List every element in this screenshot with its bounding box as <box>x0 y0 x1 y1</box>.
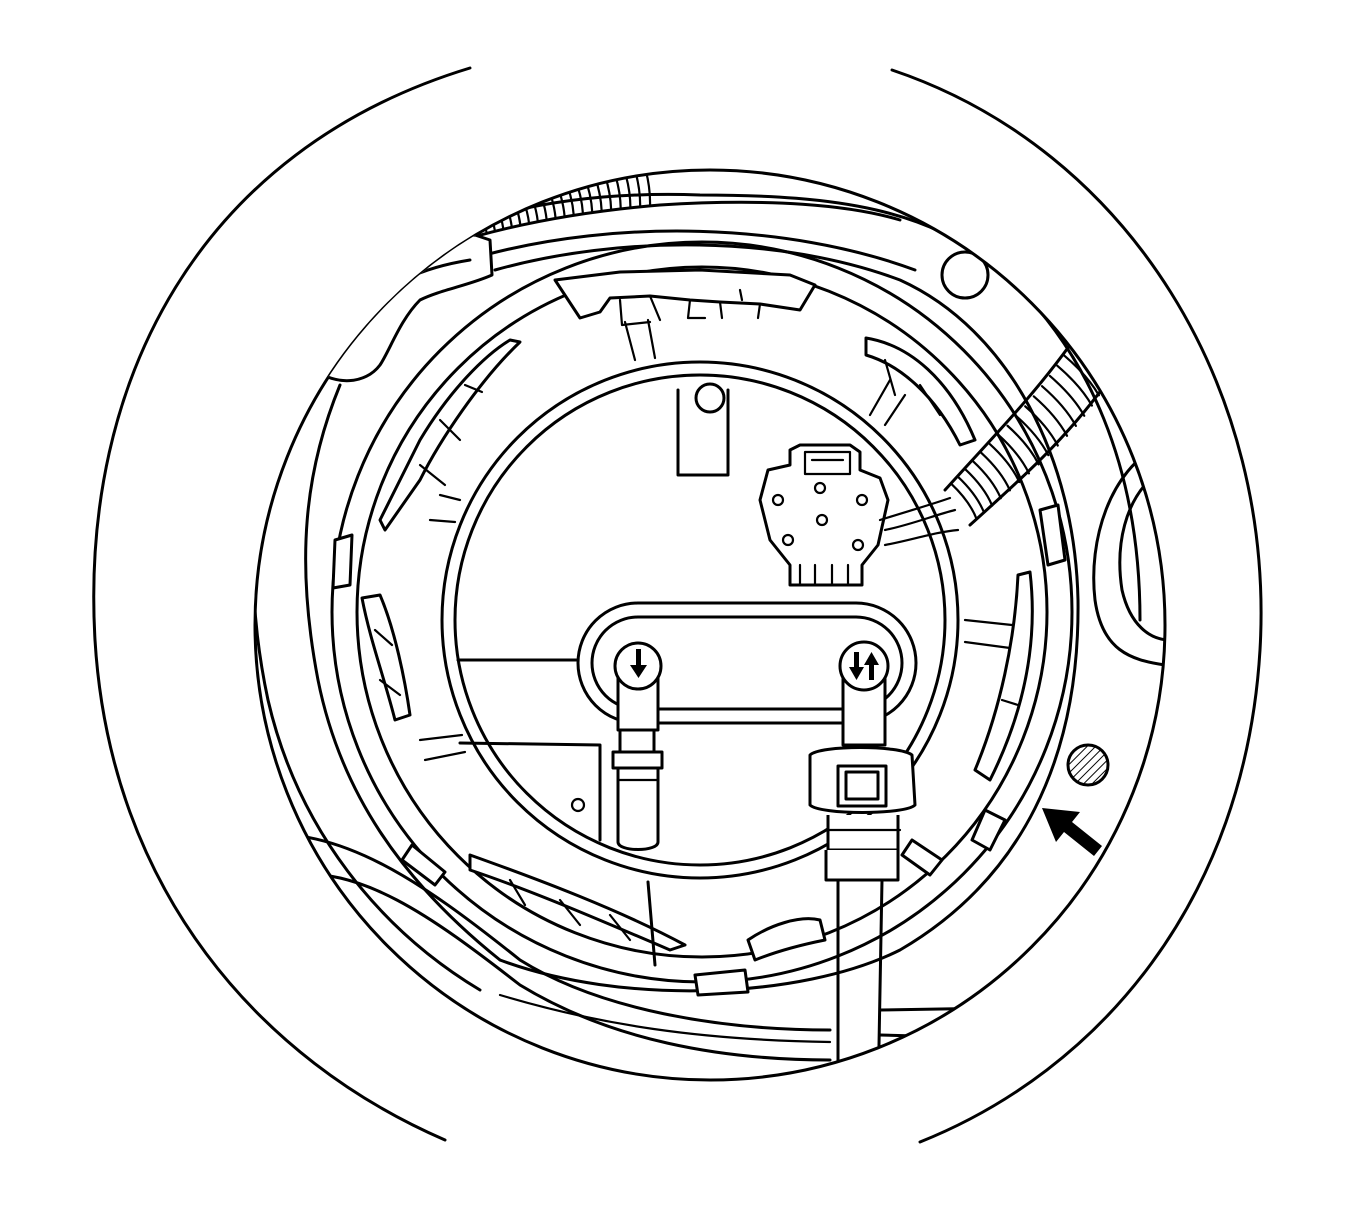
arrow-down-up-icon <box>849 652 879 680</box>
harness-rib <box>1056 364 1094 407</box>
harness-rib <box>537 170 557 220</box>
harness-rib <box>450 195 472 239</box>
harness-rib <box>387 224 411 260</box>
harness-rib <box>949 482 978 521</box>
harness-rib <box>366 236 389 269</box>
outer-bezel <box>92 66 1263 1144</box>
harness-rib <box>441 198 464 242</box>
harness-rib <box>418 209 441 249</box>
harness-rib <box>964 467 994 507</box>
harness-rib <box>345 249 368 278</box>
harness-clip <box>301 233 494 383</box>
ring-spokes <box>418 318 1014 762</box>
harness-rib <box>617 170 632 209</box>
connector-wires <box>878 496 960 547</box>
harness-rib <box>1024 405 1059 447</box>
ground-post <box>676 382 730 477</box>
harness-rib <box>425 205 448 247</box>
harness-rib <box>1048 374 1086 417</box>
harness-rib <box>1015 415 1050 457</box>
harness-rib <box>380 228 403 263</box>
harness-rib <box>410 212 433 252</box>
harness-rib <box>352 244 375 275</box>
harness-rib <box>519 172 539 223</box>
electrical-connector <box>758 443 890 587</box>
harness-rib <box>988 443 1021 484</box>
harness-rib <box>1040 385 1077 427</box>
fuel-port-bracket <box>576 601 918 725</box>
harness-rib <box>395 220 418 257</box>
harness-rib <box>402 216 425 254</box>
harness-rib <box>359 240 382 272</box>
harness-rib <box>596 170 613 212</box>
harness-rib <box>373 232 396 266</box>
plug-hole <box>940 250 990 300</box>
hatched-pin <box>1066 743 1110 787</box>
callout-arrow-icon <box>1042 808 1102 856</box>
right-corrugated-harness <box>943 343 1107 527</box>
harness-rib <box>510 175 531 225</box>
harness-rib <box>1032 395 1069 437</box>
harness-rib <box>638 170 652 207</box>
harness-rib <box>606 170 622 210</box>
harness-rib <box>586 170 603 213</box>
module-flange <box>440 360 960 880</box>
harness-rib <box>433 202 456 244</box>
return-port <box>808 640 917 1080</box>
harness-rib <box>627 170 642 208</box>
harness-rib <box>466 189 488 235</box>
harness-rib <box>956 475 986 514</box>
harness-rib <box>971 460 1002 500</box>
harness-rib <box>997 433 1031 475</box>
harness-rib <box>1006 424 1040 466</box>
arrow-down-icon <box>630 649 647 678</box>
lock-ring-tabs <box>331 268 1067 997</box>
side-boss <box>1092 443 1165 667</box>
harness-rib <box>458 192 480 237</box>
lower-harness <box>255 832 1002 1062</box>
harness-rib <box>576 170 594 214</box>
harness-rib <box>547 170 566 218</box>
supply-port <box>611 641 664 851</box>
harness-rib <box>528 170 548 222</box>
harness-rib <box>980 451 1011 492</box>
harness-rib <box>1062 354 1100 397</box>
